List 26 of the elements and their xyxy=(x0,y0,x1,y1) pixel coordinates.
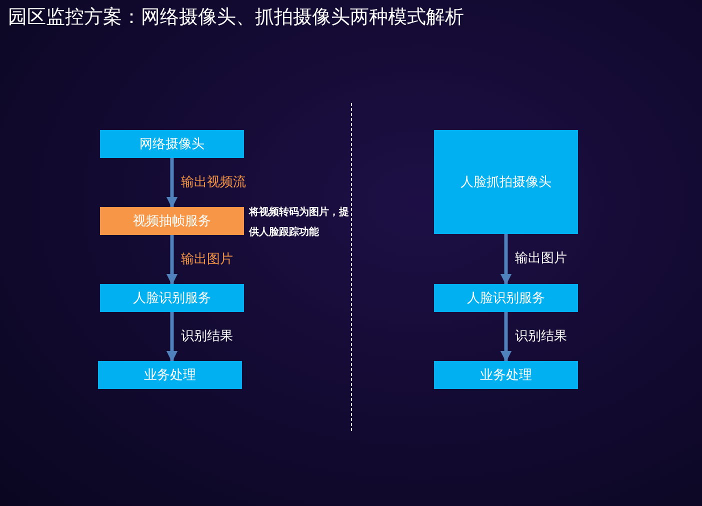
edge-label: 识别结果 xyxy=(515,328,567,344)
box-label: 业务处理 xyxy=(144,367,196,384)
process-box xyxy=(434,130,578,234)
annotation-text: 将视频转码为图片，提供人脸跟踪功能 xyxy=(249,206,350,240)
arrow xyxy=(166,158,178,208)
process-box xyxy=(100,284,244,312)
edge-label: 输出视频流 xyxy=(181,174,246,190)
edge-label: 输出图片 xyxy=(181,252,233,268)
box-label: 人脸抓拍摄像头 xyxy=(460,174,552,191)
box-label: 人脸识别服务 xyxy=(133,290,211,307)
box-label: 视频抽帧服务 xyxy=(133,213,211,230)
box-label: 人脸识别服务 xyxy=(467,290,545,307)
process-box xyxy=(100,207,244,235)
process-box xyxy=(434,284,578,312)
box-label: 网络摄像头 xyxy=(140,136,204,153)
edge-label: 输出图片 xyxy=(515,251,567,267)
edge-label: 识别结果 xyxy=(181,328,233,344)
process-box xyxy=(100,130,244,158)
arrow xyxy=(500,234,512,286)
title: 园区监控方案：网络摄像头、抓拍摄像头两种模式解析 xyxy=(8,5,464,30)
arrow xyxy=(500,312,512,362)
box-label: 业务处理 xyxy=(480,367,532,384)
process-box xyxy=(434,361,578,389)
arrow xyxy=(166,312,178,362)
process-box xyxy=(98,361,242,389)
arrow xyxy=(166,235,178,286)
